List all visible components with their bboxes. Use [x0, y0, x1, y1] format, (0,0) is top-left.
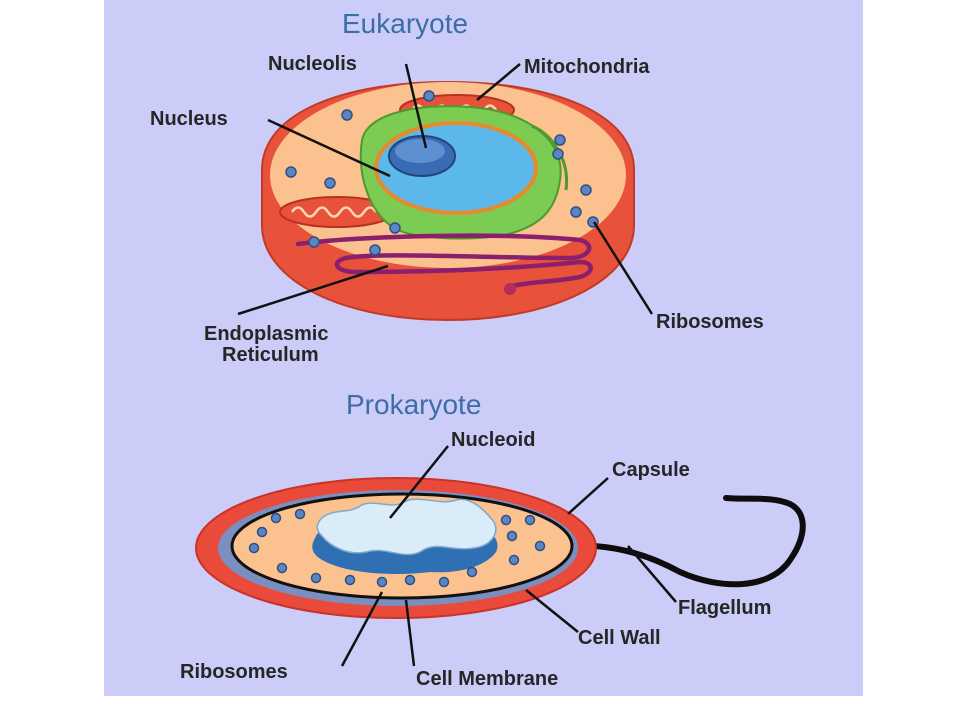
leader-ribosomes-prokaryote	[340, 591, 384, 667]
eukaryote-cell	[261, 80, 635, 322]
er-vesicle	[504, 283, 516, 295]
label-cell-membrane: Cell Membrane	[416, 668, 558, 690]
leader-ribosomes-eukaryote	[592, 221, 654, 315]
nucleoid	[316, 498, 497, 556]
leader-nucleoid	[389, 445, 449, 519]
leader-endoplasmic-reticulum	[237, 264, 389, 316]
prokaryote-title: Prokaryote	[346, 389, 481, 420]
label-nucleoid: Nucleoid	[451, 429, 535, 451]
leader-nucleus	[267, 118, 391, 178]
label-flagellum: Flagellum	[678, 597, 771, 619]
label-capsule: Capsule	[612, 459, 690, 481]
leader-cell-wall	[525, 589, 579, 633]
label-nucleus: Nucleus	[150, 108, 228, 130]
label-ribosomes-prokaryote: Ribosomes	[180, 661, 288, 683]
prokaryote-cell	[195, 477, 806, 619]
eukaryote-ribosomes	[285, 90, 599, 256]
leader-cell-membrane	[404, 599, 416, 667]
leader-flagellum	[627, 545, 677, 603]
endoplasmic-reticulum	[295, 233, 593, 289]
nucleolus-highlight	[395, 139, 445, 163]
flagellum	[557, 495, 806, 588]
label-endoplasmic: Endoplasmic	[204, 323, 328, 345]
label-ribosomes-eukaryote: Ribosomes	[656, 311, 764, 333]
label-mitochondria: Mitochondria	[524, 56, 650, 78]
prokaryote-ribosomes	[248, 508, 546, 588]
label-reticulum: Reticulum	[222, 344, 319, 366]
label-cell-wall: Cell Wall	[578, 627, 661, 649]
eukaryote-title: Eukaryote	[342, 8, 468, 39]
leader-mitochondria	[476, 63, 521, 101]
label-nucleolis: Nucleolis	[268, 53, 357, 75]
leader-nucleolis	[404, 63, 428, 149]
leader-capsule	[567, 477, 609, 515]
